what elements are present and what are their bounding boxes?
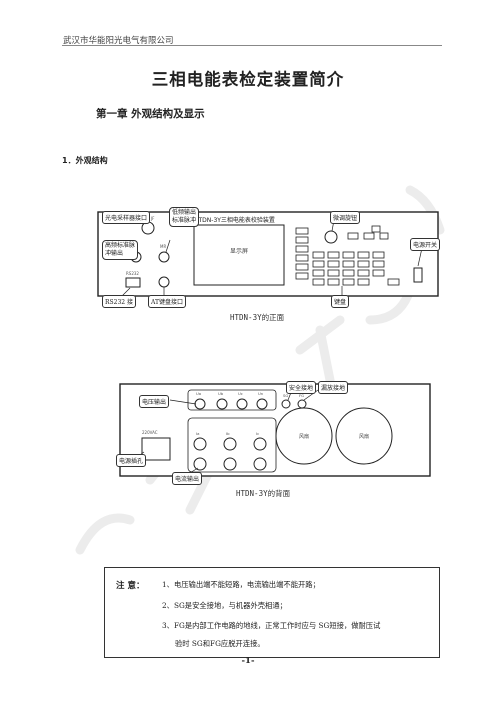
- note-line-1: 1、电压输出端不能短路，电流输出端不能开路；: [162, 580, 320, 589]
- voltage-terminal-box: [187, 389, 277, 411]
- svg-text:MR: MR: [160, 244, 166, 249]
- callout-lf-output: 低频输出标准脉冲: [169, 207, 199, 227]
- rs232-port: [125, 277, 141, 288]
- note-line-3: 3、FG是内部工作电路的地线，正常工作时应与 SG短接，做耐压试: [162, 621, 381, 630]
- callout-leak-ground: 漏放接地: [318, 381, 349, 394]
- chapter-heading: 第一章 外观结构及显示: [96, 108, 205, 120]
- terminal-fg: [297, 399, 307, 409]
- callout-fine-knob: 微调旋钮: [330, 211, 361, 224]
- label-ub: Ub: [218, 391, 224, 396]
- callout-voltage-output: 电压输出: [139, 395, 170, 408]
- label-ib: Ib: [226, 431, 230, 436]
- header-company: 武汉市华能阳光电气有限公司: [63, 36, 174, 46]
- terminal-sg: [281, 399, 291, 409]
- fan-left-label: 风扇: [299, 433, 309, 440]
- side-button-column: [295, 227, 309, 280]
- at-keyboard-port: [158, 276, 170, 288]
- label-uc: Uc: [238, 391, 243, 396]
- power-switch: [413, 267, 423, 283]
- svg-text:SG: SG: [283, 393, 288, 398]
- power-socket: [141, 437, 171, 461]
- fan-left: [275, 407, 333, 465]
- label-un: Un: [258, 391, 264, 396]
- front-panel-diagram: 显示屏 HTDN-3Y三相电能表校验装置 JF HF MR RS232: [97, 211, 439, 297]
- terminal-ib: [223, 437, 237, 451]
- vac-label: 220VAC: [142, 430, 158, 435]
- lf-jack: [158, 251, 170, 263]
- svg-text:FG: FG: [299, 393, 304, 398]
- callout-current-output: 电流输出: [172, 472, 203, 485]
- note-label: 注 意：: [116, 581, 145, 591]
- note-line-2: 2、SG是安全接地，与机器外壳相通；: [162, 601, 287, 610]
- callout-power-switch: 电源开关: [410, 238, 441, 251]
- terminal-ic: [253, 437, 267, 451]
- label-ua: Ua: [196, 391, 201, 396]
- section-heading: 1．外观结构: [62, 156, 108, 165]
- fine-tune-knob: [324, 230, 338, 244]
- page-title: 三相电能表检定装置简介: [151, 70, 345, 89]
- terminal-ua: [194, 398, 206, 410]
- page-number: -1-: [241, 656, 255, 666]
- arrow-keys: [347, 225, 389, 240]
- svg-text:JF: JF: [150, 216, 155, 221]
- svg-text:RS232: RS232: [126, 271, 139, 276]
- fan-right-label: 风扇: [359, 433, 369, 440]
- screen-label: 显示屏: [230, 248, 248, 255]
- terminal-uc: [236, 398, 248, 410]
- callout-safety-ground: 安全接地: [286, 381, 317, 394]
- front-caption: HTDN-3Y的正面: [230, 313, 285, 322]
- panel-title: HTDN-3Y三相电能表校验装置: [194, 216, 275, 224]
- callout-keyboard: 键盘: [331, 295, 350, 308]
- header-rule: [62, 45, 442, 46]
- note-line-4: 验时 SG和FG应脱开连接。: [175, 639, 265, 648]
- label-ia: Ia: [196, 431, 199, 436]
- callout-power-inlet: 电源插孔: [116, 454, 147, 467]
- callout-photo-sampler: 光电采样器接口: [102, 211, 151, 224]
- back-panel-diagram: Ua Ub Uc Un SG FG Ia Ib Ic 220VAC 风扇 风扇: [119, 383, 431, 477]
- terminal-ia: [193, 437, 207, 451]
- terminal-ub: [216, 398, 228, 410]
- callout-at-keyboard: AT键盘接口: [148, 295, 187, 308]
- back-caption: HTDN-3Y的背面: [236, 489, 291, 498]
- terminal-un: [256, 398, 268, 410]
- callout-rs232: RS232 接: [102, 295, 136, 308]
- display-screen: [193, 224, 285, 286]
- note-box: [104, 567, 440, 658]
- keypad: [312, 251, 400, 286]
- label-ic: Ic: [256, 431, 259, 436]
- callout-hf-output: 高频标准脉冲输出: [102, 240, 138, 260]
- fan-right: [335, 407, 393, 465]
